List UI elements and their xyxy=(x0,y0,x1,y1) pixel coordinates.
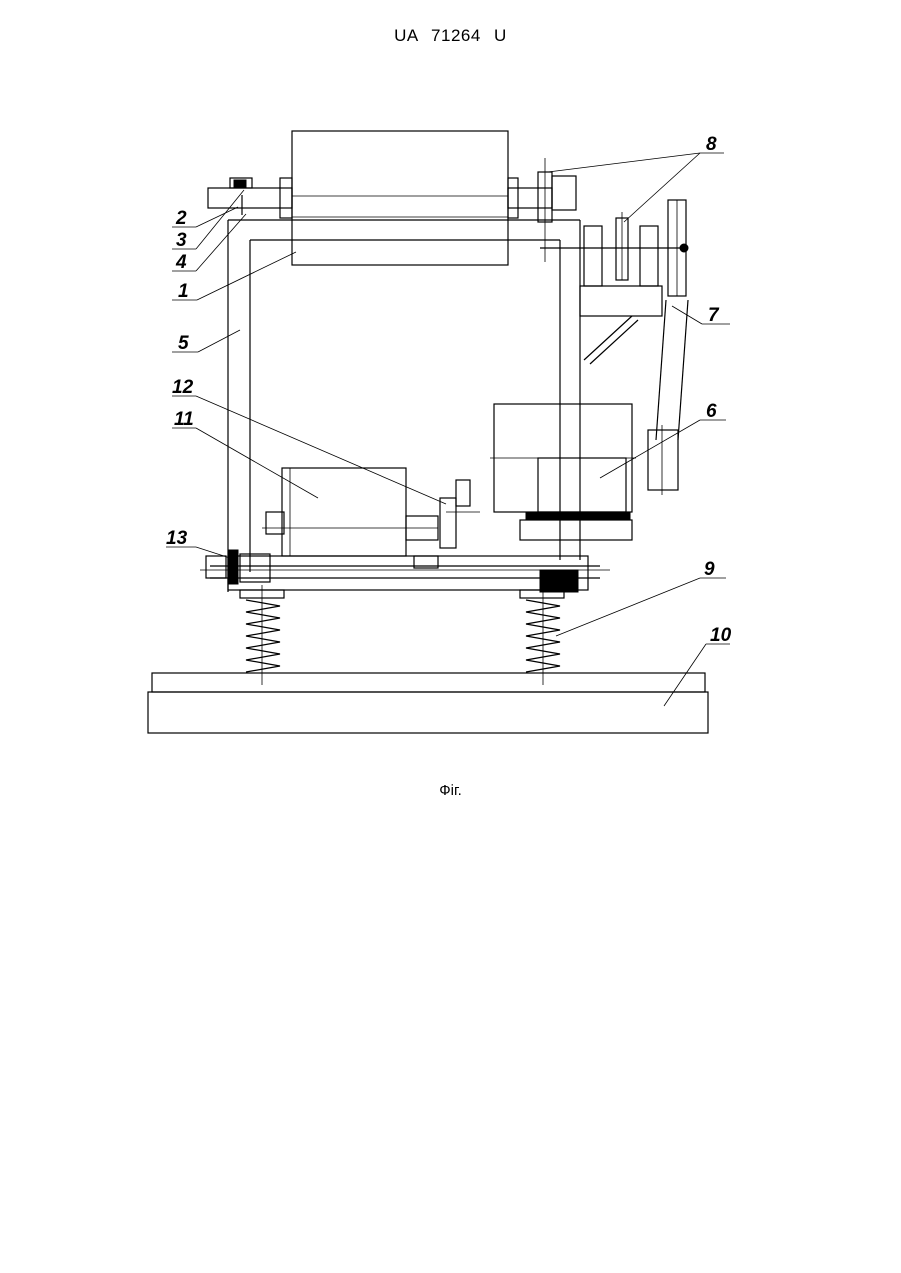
label-3: 3 xyxy=(176,230,187,251)
drum xyxy=(208,131,576,265)
label-2: 2 xyxy=(175,208,187,229)
label-8: 8 xyxy=(706,134,717,155)
label-4: 4 xyxy=(175,252,187,273)
base-plate xyxy=(148,673,708,733)
label-7: 7 xyxy=(708,305,720,326)
upper-drive xyxy=(540,200,688,364)
motor-11 xyxy=(262,468,480,556)
belt xyxy=(656,300,688,440)
label-13: 13 xyxy=(166,528,188,549)
motor-6 xyxy=(490,404,678,540)
frame xyxy=(210,220,600,592)
figure-caption: Фіг. xyxy=(0,782,901,799)
label-9: 9 xyxy=(704,559,715,580)
label-12: 12 xyxy=(172,377,194,398)
label-5: 5 xyxy=(178,333,189,354)
label-6: 6 xyxy=(706,401,717,422)
label-11: 11 xyxy=(174,409,194,430)
label-10: 10 xyxy=(710,625,732,646)
spring-right xyxy=(520,585,564,685)
label-1: 1 xyxy=(178,281,189,302)
spring-left xyxy=(240,585,284,685)
